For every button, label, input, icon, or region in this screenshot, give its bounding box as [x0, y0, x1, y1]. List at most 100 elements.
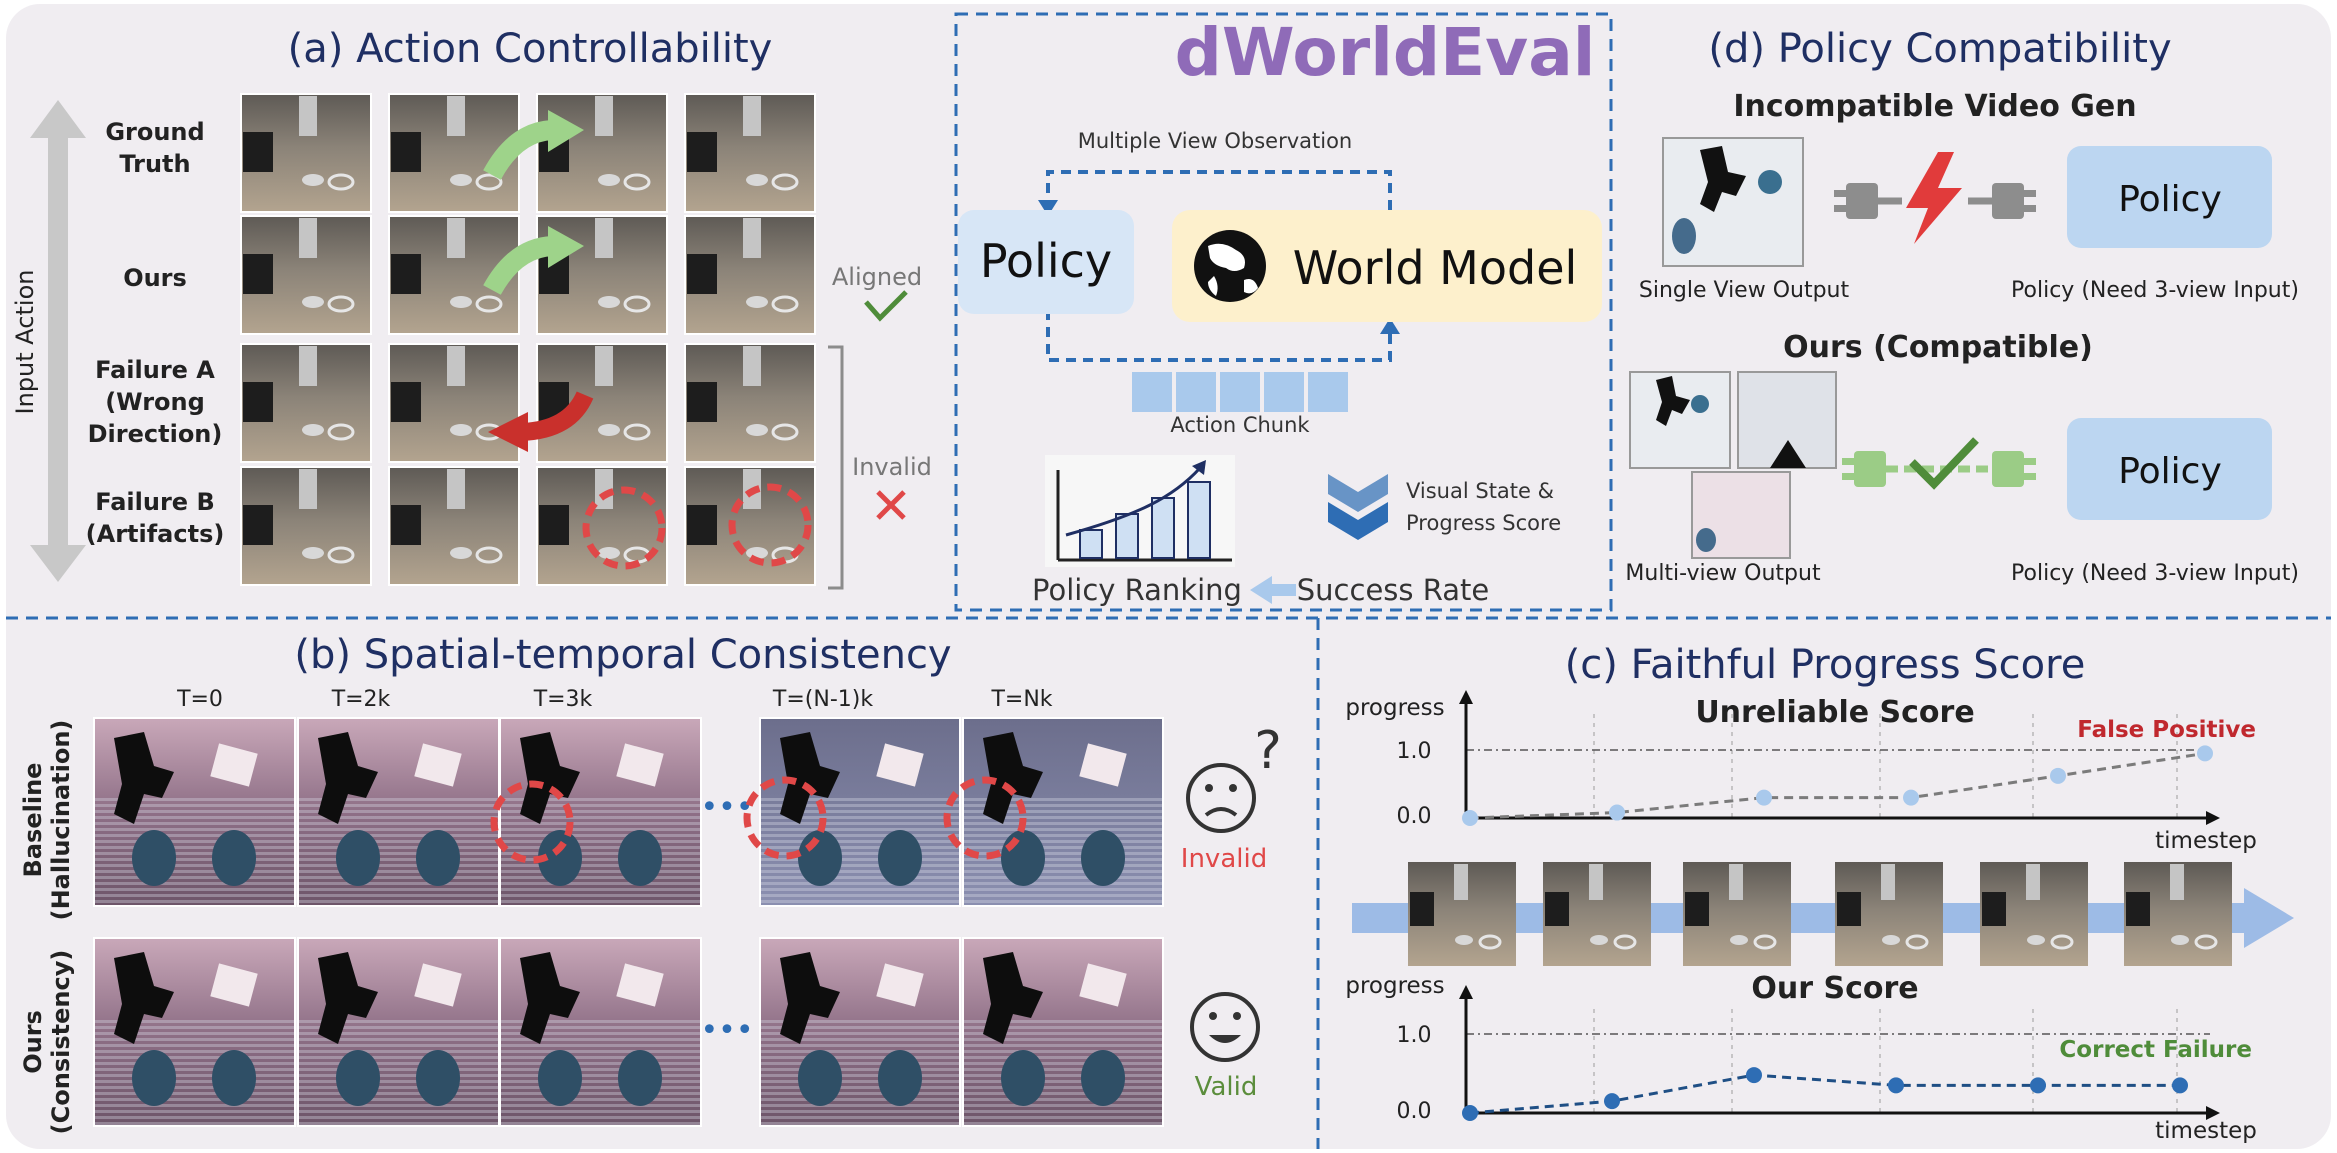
frame-a-0-2 [536, 93, 668, 213]
timeline-frame-5 [2124, 862, 2232, 966]
invalid-status-label: Invalid [1181, 844, 1267, 874]
action-arrowhead [1380, 318, 1400, 334]
y-axis-label: progress [1345, 695, 1444, 721]
panel-d-title: (d) Policy Compatibility [1708, 26, 2171, 72]
unreliable-score-chart: Unreliable Scoreprogresstimestep1.00.0Fa… [1345, 690, 2257, 854]
artifact-circle-1 [582, 486, 666, 570]
hallucination-circle-1 [490, 780, 574, 864]
ranking-bar-3 [1187, 481, 1211, 559]
action-loop-path [1046, 310, 1392, 362]
timeline-arrowhead [2244, 888, 2294, 948]
action-chunk-label: Action Chunk [1170, 413, 1310, 437]
input-action-label: Input Action [11, 270, 39, 415]
policy-box-incompatible [2067, 146, 2272, 248]
main-title: dWorldEval [1175, 14, 1596, 91]
data-point-2 [1756, 789, 1772, 806]
time-label-4: T=Nk [990, 687, 1052, 712]
frame-b-1-2 [499, 937, 702, 1127]
timeline-frame-3 [1835, 862, 1943, 966]
time-label-3: T=(N-1)k [772, 687, 873, 712]
x-axis-arrow-icon [2206, 1106, 2220, 1120]
data-point-4 [2050, 767, 2066, 784]
y-tick-1: 1.0 [1397, 1023, 1432, 1048]
panel-b-title: (b) Spatial-temporal Consistency [294, 632, 951, 678]
svg-text:Ours(Consistency): Ours(Consistency) [19, 950, 75, 1135]
data-point-2 [1746, 1067, 1762, 1084]
time-label-0: T=0 [176, 687, 223, 712]
happy-face-icon [1190, 992, 1260, 1062]
timeline-frame-1 [1543, 862, 1651, 966]
frame-a-3-0 [240, 466, 372, 586]
time-label-2: T=3k [533, 687, 593, 712]
chart-annotation: False Positive [2077, 717, 2256, 743]
policy-box-label: Policy [980, 234, 1112, 288]
green-arrow-ours [483, 236, 554, 296]
policy-ranking-chart-icon [1045, 455, 1235, 567]
policy-need-label-2: Policy (Need 3-view Input) [2011, 561, 2299, 586]
b-row-label-1: Ours(Consistency) [19, 950, 75, 1135]
frame-a-3-3 [684, 466, 816, 586]
frame-a-3-2 [536, 466, 668, 586]
panel-b-row-labels: Baseline(Hallucination)Ours(Consistency) [19, 720, 75, 1135]
frame-a-2-1 [388, 343, 520, 463]
frame-a-2-3 [684, 343, 816, 463]
compatible-title: Ours (Compatible) [1783, 330, 2093, 365]
timeline-frame-4 [1980, 862, 2088, 966]
compatible-check-icon [1909, 437, 1979, 490]
y-tick-0: 0.0 [1397, 804, 1432, 829]
frame-a-2-2 [536, 343, 668, 463]
data-point-0 [1462, 1105, 1478, 1121]
chart-title: Our Score [1751, 971, 1918, 1006]
y-tick-1: 1.0 [1397, 739, 1432, 764]
time-label-1: T=2k [331, 687, 391, 712]
policy-label-incompatible: Policy [2118, 179, 2222, 220]
hallucination-circle-2 [743, 776, 827, 860]
data-point-3 [1888, 1077, 1904, 1094]
frame-a-0-0 [240, 93, 372, 213]
frame-b-0-2 [499, 717, 702, 907]
aligned-check-icon [864, 290, 908, 322]
panel-b-frame-grid [93, 717, 1164, 1127]
policy-box-compatible [2067, 418, 2272, 520]
plug-disconnected-icon [1834, 183, 2036, 219]
y-tick-0: 0.0 [1397, 1099, 1432, 1124]
timeline-thumbnails [1408, 862, 2232, 966]
success-arrow-icon [1250, 576, 1296, 604]
row-label-1: Ours [123, 264, 187, 292]
ranking-bar-2 [1151, 497, 1175, 559]
frame-b-0-3 [759, 717, 961, 907]
green-arrow-ground-truth [483, 120, 554, 180]
chart-title: Unreliable Score [1695, 695, 1974, 730]
success-rate-label: Success Rate [1297, 573, 1489, 607]
observation-loop-path [1046, 170, 1392, 232]
aligned-label: Aligned [832, 263, 922, 291]
chevron-down-icon [1328, 474, 1388, 540]
artifact-circle-2 [728, 483, 812, 567]
invalid-label-a: Invalid [852, 453, 932, 481]
green-arrowhead-ours [548, 226, 584, 268]
frame-b-0-0 [93, 717, 296, 907]
lightning-icon [1906, 152, 1962, 244]
red-arrowhead-wrong-direction [488, 412, 528, 452]
ellipsis-row-2: ••• [700, 1013, 753, 1048]
data-point-3 [1903, 789, 1919, 806]
multi-view-label: Multi-view Output [1625, 561, 1821, 586]
frame-b-1-1 [297, 937, 500, 1127]
time-labels: T=0 T=2k T=3k T=(N-1)k T=Nk [176, 687, 1053, 712]
series-line [1469, 751, 2206, 820]
frame-a-1-3 [684, 215, 816, 335]
timeline-frame-2 [1683, 862, 1791, 966]
timeline-frame-0 [1408, 862, 1516, 966]
y-axis-label: progress [1345, 973, 1444, 999]
red-arrow-wrong-direction [521, 391, 594, 441]
frame-b-1-0 [93, 937, 296, 1127]
single-view-label: Single View Output [1639, 278, 1850, 303]
frame-a-3-1 [388, 466, 520, 586]
multi-view-thumbnails [1629, 371, 1837, 559]
panel-a-title: (a) Action Controllability [288, 26, 773, 72]
policy-box [958, 210, 1134, 314]
invalid-bracket [828, 345, 844, 590]
